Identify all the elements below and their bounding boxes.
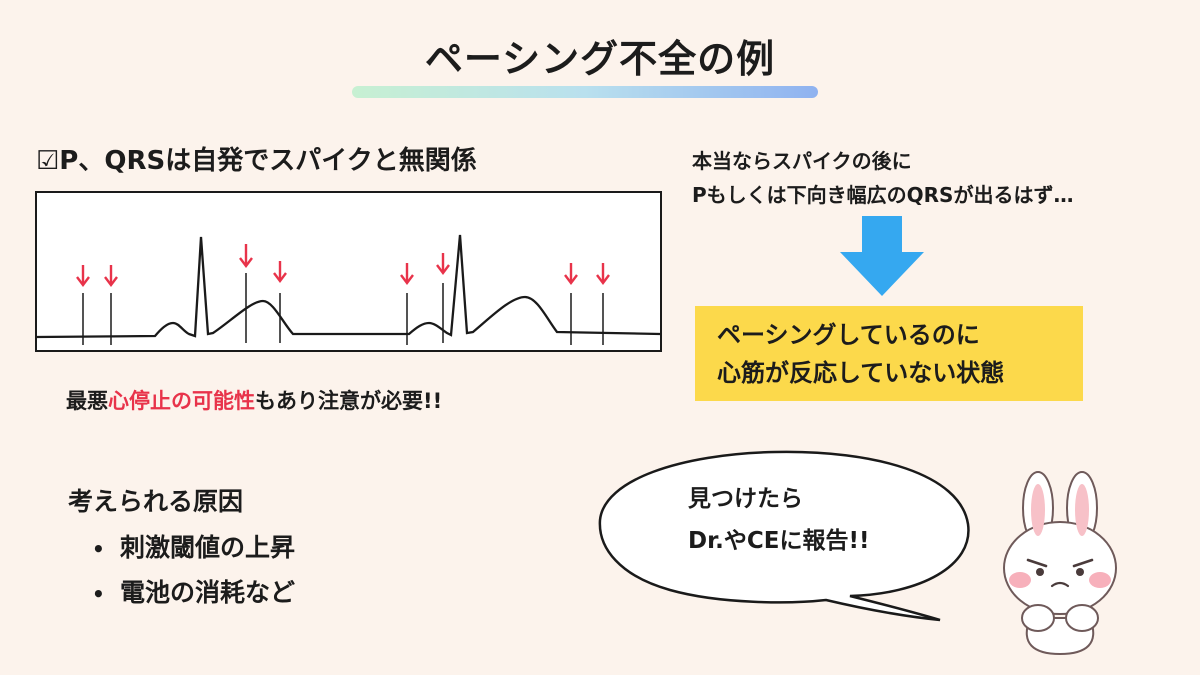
warning-text: 最悪心停止の可能性もあり注意が必要!! <box>66 385 442 415</box>
red-down-arrow-icon <box>596 263 610 285</box>
spike-note: ☑P、QRSは自発でスパイクと無関係 <box>36 146 477 176</box>
worried-bunny-icon <box>990 468 1130 662</box>
bubble-line-1: 見つけたら <box>688 486 803 512</box>
state-line-2: 心筋が反応していない状態 <box>717 359 1005 387</box>
red-down-arrow-icon <box>436 253 450 275</box>
red-down-arrow-icon <box>400 263 414 285</box>
cause-list: • 刺激閾値の上昇 • 電池の消耗など <box>92 526 295 616</box>
page-title: ペーシング不全の例 <box>424 37 776 81</box>
red-down-arrow-icon <box>104 265 118 287</box>
expectation-text: 本当ならスパイクの後に Pもしくは下向き幅広のQRSが出るはず… <box>692 144 1073 212</box>
cause-item-label: 刺激閾値の上昇 <box>120 533 296 562</box>
ecg-svg <box>37 234 660 345</box>
bubble-line-2: Dr.やCEに報告!! <box>688 528 870 554</box>
cause-item-label: 電池の消耗など <box>120 578 296 607</box>
causes-title: 考えられる原因 <box>68 487 244 516</box>
list-item: • 電池の消耗など <box>92 571 295 616</box>
ecg-marker-arrows <box>76 244 610 287</box>
warning-highlight: 心停止の可能性 <box>108 389 255 413</box>
warning-prefix: 最悪 <box>66 389 108 413</box>
bullet-icon: • <box>92 582 105 606</box>
speech-bubble <box>590 444 1010 628</box>
state-line-1: ペーシングしているのに <box>717 321 980 349</box>
expectation-line-2: Pもしくは下向き幅広のQRSが出るはず… <box>692 183 1074 207</box>
red-down-arrow-icon <box>564 263 578 285</box>
blue-down-arrow-icon <box>840 216 924 302</box>
ecg-strip <box>35 191 662 352</box>
pacing-spikes <box>82 273 604 345</box>
list-item: • 刺激閾値の上昇 <box>92 526 295 571</box>
expectation-line-1: 本当ならスパイクの後に <box>692 149 912 173</box>
title-underline <box>352 86 818 98</box>
speech-bubble-text: 見つけたら Dr.やCEに報告!! <box>688 478 869 562</box>
bullet-icon: • <box>92 537 105 561</box>
red-down-arrow-icon <box>273 261 287 283</box>
warning-suffix: もあり注意が必要!! <box>255 389 443 413</box>
red-down-arrow-icon <box>76 265 90 287</box>
red-down-arrow-icon <box>239 244 253 268</box>
state-box: ペーシングしているのに 心筋が反応していない状態 <box>695 306 1083 401</box>
ecg-trace <box>37 234 660 339</box>
